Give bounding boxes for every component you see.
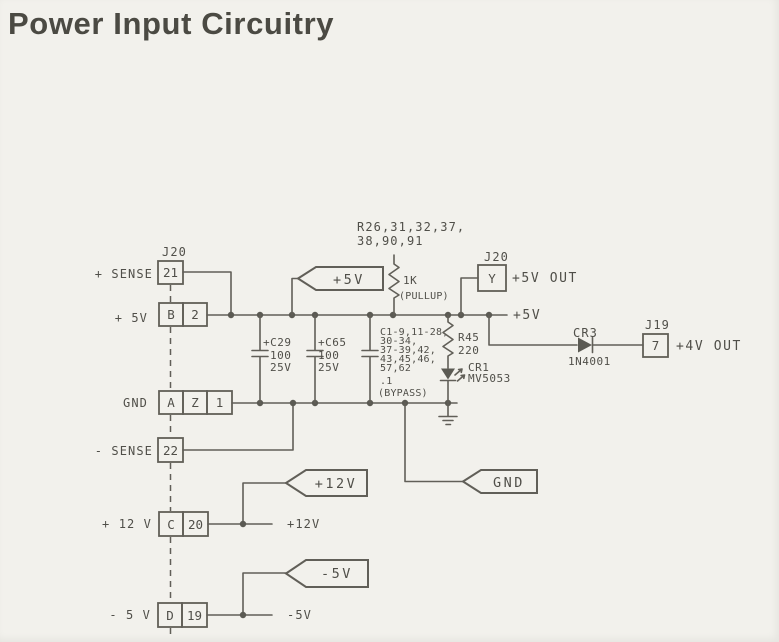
cr3-diode-cathode	[591, 336, 644, 354]
cr1-led	[441, 368, 455, 380]
pin-B-label: B	[167, 307, 175, 322]
plus12v-power-flag	[284, 469, 368, 497]
cr1-part: MV5053	[468, 372, 511, 385]
cr1-led-cathode	[439, 379, 457, 404]
ground-symbol	[438, 402, 458, 426]
c65-voltage: 25V	[318, 361, 339, 374]
pin-box-7	[642, 333, 669, 358]
pullup-value: 1K	[403, 274, 417, 287]
j19-connector-label: J19	[645, 318, 670, 332]
pullup-note: (PULLUP)	[399, 291, 449, 302]
cr3-ref: CR3	[573, 326, 598, 340]
pin-A-label: A	[167, 395, 175, 410]
r45-value: 220	[458, 344, 479, 357]
wire-gnd-to-flag	[404, 402, 464, 483]
c29-voltage: 25V	[270, 361, 291, 374]
page-title: Power Input Circuitry	[8, 6, 334, 41]
bypass-capacitor	[361, 314, 379, 404]
gnd-flag-label: GND	[493, 475, 525, 491]
plus5v-flag-label: +5V	[333, 272, 365, 288]
wire-minus5v-to-flag	[242, 572, 287, 616]
bypass-note: (BYPASS)	[378, 388, 428, 399]
plus12v-flag-label: +12V	[315, 476, 358, 492]
net-label-plus4v-out: +4V OUT	[676, 339, 742, 354]
pin-21-label: 21	[163, 265, 178, 280]
c29-ref: +C29	[263, 336, 292, 349]
c29-capacitor	[251, 314, 269, 404]
bypass-refs-line1: C1-9,11-28,	[380, 327, 448, 338]
bypass-refs-line5: 57,62	[380, 363, 411, 374]
junction-dot	[239, 611, 247, 619]
bypass-refs-line4: 43,45,46,	[380, 354, 436, 365]
pin-7-label: 7	[652, 338, 660, 353]
gnd-flag	[461, 469, 538, 494]
pin-D-label: D	[166, 608, 174, 623]
pin-Z-label: Z	[191, 395, 199, 410]
junction-dot	[289, 399, 297, 407]
pullup-refs-line2: 38,90,91	[357, 234, 424, 248]
j20-out-connector-label: J20	[484, 250, 509, 264]
c65-ref: +C65	[318, 336, 347, 349]
minus5v-power-flag	[284, 559, 369, 588]
wire-bus-to-cr3	[488, 314, 578, 346]
led-emission-arrows-icon	[454, 368, 466, 382]
pin-22-label: 22	[163, 443, 178, 458]
r45-ref: R45	[458, 331, 479, 344]
wire-sense-to-bus	[182, 271, 232, 316]
net-label-plus-12v: +12V	[287, 517, 320, 531]
bypass-refs-line3: 37-39,42,	[380, 345, 436, 356]
signal-label-plus-5v: + 5V	[115, 311, 148, 325]
signal-label-plus-12v: + 12 V	[102, 517, 152, 531]
junction-dot	[239, 520, 247, 528]
net-label-minus-5v: -5V	[287, 608, 312, 622]
cr1-ref: CR1	[468, 361, 489, 374]
wire-plus5v-flag	[291, 277, 299, 316]
signal-label-gnd: GND	[123, 396, 148, 410]
r45-resistor	[442, 314, 454, 369]
signal-label-plus-sense: + SENSE	[95, 267, 153, 281]
cr3-diode	[578, 337, 592, 353]
bypass-refs-line2: 30-34,	[380, 336, 417, 347]
net-label-plus5v-bus: +5V	[513, 308, 541, 323]
pullup-refs-line1: R26,31,32,37,	[357, 220, 465, 234]
signal-label-minus-sense: - SENSE	[95, 444, 153, 458]
cr3-part: 1N4001	[568, 355, 611, 368]
wire-minus-sense-to-gnd	[182, 402, 294, 451]
net-label-plus5v-out: +5V OUT	[512, 271, 578, 286]
c29-value: 100	[270, 349, 291, 362]
pin-Y-label: Y	[488, 271, 496, 286]
pin-20-label: 20	[188, 517, 203, 532]
junction-dot	[389, 311, 397, 319]
plus5v-power-flag	[296, 266, 384, 291]
junction-dot	[227, 311, 235, 319]
pin-C-label: C	[167, 517, 175, 532]
pin-19-label: 19	[187, 608, 202, 623]
pin-2-label: 2	[191, 307, 199, 322]
bypass-value: .1	[380, 376, 392, 387]
minus5v-flag-label: -5V	[321, 566, 353, 582]
j20-connector-label: J20	[162, 245, 187, 259]
c65-value: 100	[318, 349, 339, 362]
pin-1-label: 1	[216, 395, 224, 410]
wire-12v-to-flag	[242, 482, 287, 525]
signal-label-minus-5v: - 5 V	[109, 608, 151, 622]
c65-capacitor	[306, 314, 324, 404]
pullup-resistor	[388, 254, 400, 316]
wire-y-to-bus	[460, 277, 479, 316]
